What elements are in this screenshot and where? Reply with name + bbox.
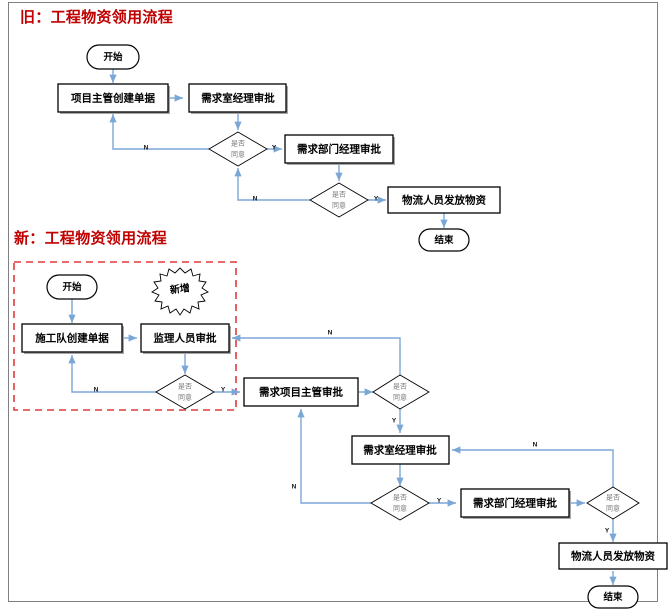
- new-additions-highlight-box: [13, 261, 237, 411]
- new-flow-node-room-manager-approve[interactable]: 需求室经理审批: [351, 435, 450, 465]
- edge-label-yes-new-1: Y: [221, 387, 226, 394]
- old-flow-node-end[interactable]: 结束: [418, 228, 470, 252]
- edge-label-no-new-2: N: [328, 330, 333, 337]
- new-d2-label-line2: 同意: [393, 393, 407, 402]
- new-flow-node-construction-team-create[interactable]: 施工队创建单据: [21, 323, 124, 354]
- old-p2-label: 需求室经理审批: [201, 91, 275, 104]
- new-flow-decision-3[interactable]: 是否 同意: [370, 485, 430, 521]
- new-p4-label: 需求室经理审批: [363, 443, 437, 456]
- new-flow-node-start[interactable]: 开始: [46, 274, 98, 300]
- process-shape: [460, 488, 570, 518]
- process-shape: [140, 323, 230, 353]
- decision-shape: [370, 485, 430, 521]
- old-d2-label-line1: 是否: [332, 191, 346, 199]
- process-shape: [351, 435, 450, 465]
- terminator-shape: [418, 228, 470, 252]
- new-flow-title: 新：工程物资领用流程: [14, 229, 167, 247]
- old-flow-node-logistics-issue[interactable]: 物流人员发放物资: [387, 186, 501, 214]
- new-d2-label-line1: 是否: [393, 383, 407, 391]
- new-d3-label-line2: 同意: [393, 504, 407, 513]
- old-flow-decision-1[interactable]: 是否 同意: [208, 131, 268, 167]
- edge-label-yes-old-1: Y: [272, 145, 277, 152]
- old-flow-node-dept-manager-approve[interactable]: 需求部门经理审批: [284, 134, 395, 165]
- old-flow-connectors: N Y N Y: [109, 69, 448, 228]
- edge-label-yes-new-4: Y: [605, 528, 610, 535]
- old-d1-label-line1: 是否: [231, 140, 245, 148]
- new-d3-label-line1: 是否: [393, 494, 407, 502]
- new-flow-node-end[interactable]: 结束: [587, 585, 639, 609]
- new-d4-label-line1: 是否: [606, 494, 620, 502]
- edge-label-yes-new-3: Y: [437, 498, 442, 505]
- old-p1-label: 项目主管创建单据: [71, 91, 155, 104]
- old-flow-node-start[interactable]: 开始: [86, 44, 140, 70]
- old-flow-node-project-supervisor-create[interactable]: 项目主管创建单据: [57, 83, 170, 114]
- new-p6-label: 物流人员发放物资: [571, 549, 655, 562]
- new-start-label: 开始: [62, 281, 82, 293]
- new-d4-label-line2: 同意: [606, 504, 620, 513]
- starburst-icon: [151, 267, 209, 316]
- decision-shape: [586, 486, 640, 520]
- decision-shape: [155, 374, 215, 410]
- new-p3-label: 需求项目主管审批: [259, 385, 343, 398]
- terminator-shape: [587, 585, 639, 609]
- process-shape: [558, 542, 668, 570]
- edge-d1-no-to-p1: [109, 114, 209, 150]
- new-flow-node-demand-project-supervisor-approve[interactable]: 需求项目主管审批: [243, 377, 359, 407]
- new-d1-label-line1: 是否: [178, 383, 192, 391]
- new-p1-label: 施工队创建单据: [35, 331, 109, 344]
- new-flow-node-dept-manager-approve[interactable]: 需求部门经理审批: [460, 488, 571, 519]
- process-shape: [387, 186, 501, 214]
- new-flow-decision-1[interactable]: 是否 同意: [155, 374, 215, 410]
- edge-nd3-no-to-np3: [297, 409, 371, 504]
- process-shape: [21, 323, 123, 353]
- new-flow-decision-4[interactable]: 是否 同意: [586, 486, 640, 520]
- process-shape: [188, 83, 287, 113]
- edge-nd1-no-to-np1: [68, 355, 156, 393]
- edge-label-no-new-4: N: [533, 442, 538, 449]
- new-flow-decision-2[interactable]: 是否 同意: [372, 374, 430, 410]
- new-p2-label: 监理人员审批: [154, 331, 217, 344]
- old-flow-decision-2[interactable]: 是否 同意: [309, 182, 369, 218]
- decision-shape: [309, 182, 369, 218]
- new-addition-burst-badge: 新增: [151, 267, 209, 316]
- old-p3-label: 需求部门经理审批: [297, 142, 381, 155]
- old-flow-title: 旧：工程物资领用流程: [20, 8, 173, 26]
- decision-shape: [208, 131, 268, 167]
- new-flow-node-supervisor-staff-approve[interactable]: 监理人员审批: [140, 323, 231, 354]
- process-shape: [284, 134, 394, 164]
- old-p4-label: 物流人员发放物资: [402, 193, 486, 206]
- edge-label-yes-new-2: Y: [392, 418, 397, 425]
- new-d1-label-line2: 同意: [178, 393, 192, 402]
- new-end-label: 结束: [602, 591, 623, 603]
- new-flow-node-logistics-issue[interactable]: 物流人员发放物资: [558, 542, 668, 570]
- terminator-shape: [86, 44, 140, 70]
- old-end-label: 结束: [433, 234, 454, 246]
- edge-label-no-old-2: N: [253, 196, 258, 203]
- edge-nd4-no-to-np4: [452, 446, 614, 487]
- new-flow-connectors: N Y N Y N Y N Y: [68, 299, 617, 585]
- new-p5-label: 需求部门经理审批: [473, 496, 557, 509]
- decision-shape: [372, 374, 430, 410]
- old-d1-label-line2: 同意: [231, 150, 245, 159]
- old-d2-label-line2: 同意: [332, 201, 346, 210]
- terminator-shape: [46, 274, 98, 300]
- edge-d2-no-to-d1: [234, 168, 310, 201]
- edge-nd2-no-to-np2: [232, 334, 401, 375]
- old-flow-node-room-manager-approve[interactable]: 需求室经理审批: [188, 83, 288, 114]
- new-addition-label: 新增: [169, 281, 190, 296]
- edge-label-no-old-1: N: [144, 145, 149, 152]
- edge-label-no-new-1: N: [94, 387, 99, 394]
- edge-label-yes-old-2: Y: [374, 196, 379, 203]
- process-shape: [57, 83, 169, 113]
- process-shape: [243, 377, 359, 407]
- old-start-label: 开始: [103, 51, 123, 63]
- edge-label-no-new-3: N: [292, 484, 297, 491]
